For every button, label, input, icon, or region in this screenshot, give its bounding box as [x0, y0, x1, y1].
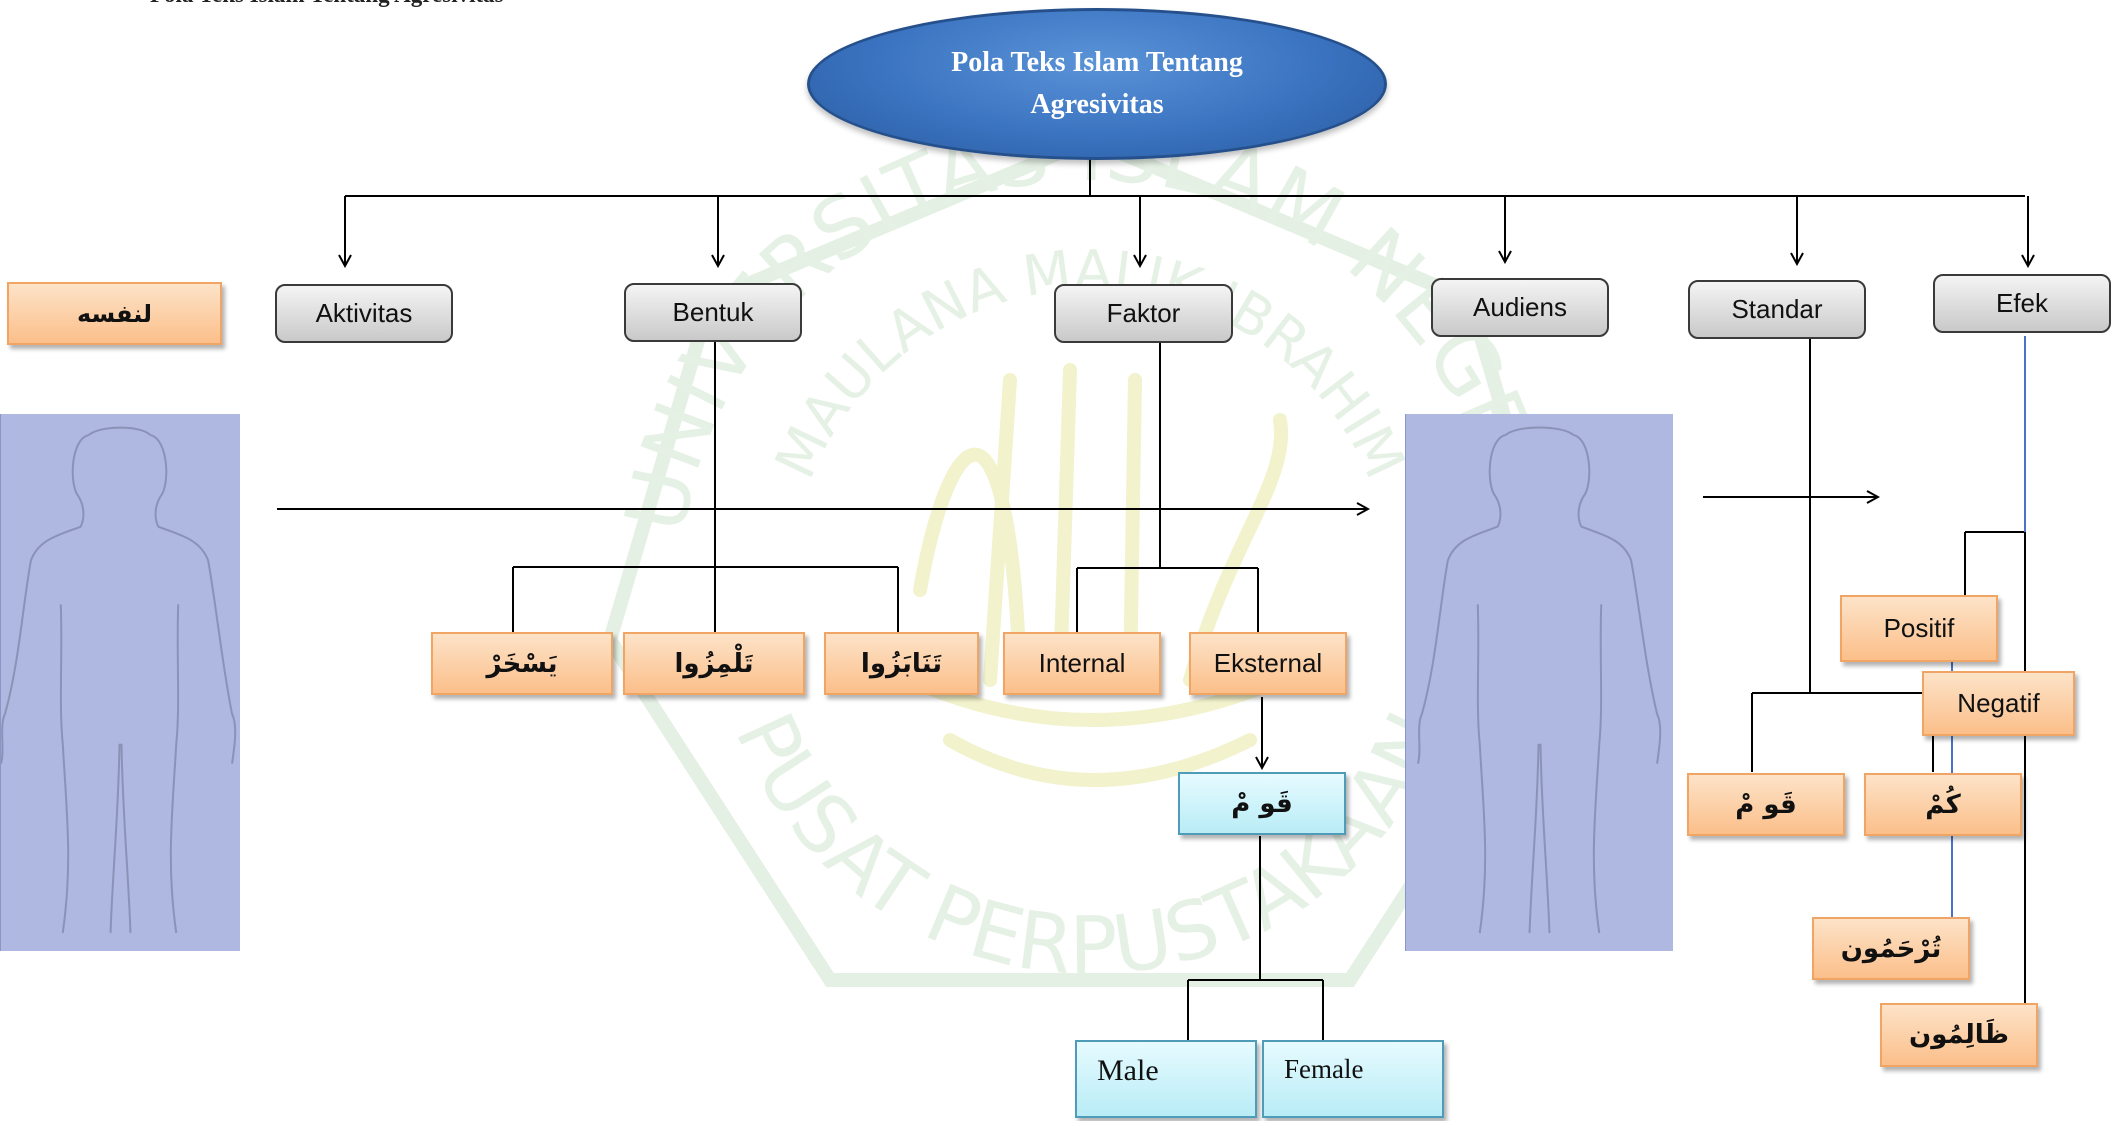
root-title-line1: Pola Teks Islam Tentang [951, 47, 1243, 78]
bentuk-item-talmizu: تَلْمِزُوا [623, 632, 805, 695]
gender-female: Female [1262, 1040, 1444, 1118]
category-aktivitas: Aktivitas [275, 284, 453, 343]
subject-label: لنفسه [7, 282, 222, 345]
category-faktor: Faktor [1054, 284, 1233, 343]
category-bentuk: Bentuk [624, 283, 802, 342]
efek-item-negatif: Negatif [1922, 671, 2075, 736]
person-panel-left [0, 414, 240, 951]
root-node: Pola Teks Islam Tentang Agresivitas [807, 8, 1387, 160]
root-title-line2: Agresivitas [1030, 89, 1164, 120]
human-silhouette-icon [1416, 426, 1662, 934]
efek-result-turhamun: تُرْحَمُون [1812, 917, 1970, 980]
category-efek: Efek [1933, 274, 2111, 333]
human-silhouette-icon [1, 426, 237, 934]
person-panel-right [1405, 414, 1673, 951]
standar-item-kum: كُمْ [1864, 773, 2022, 836]
figure-caption: Pola Teks Islam Tentang Agresivitas [150, 0, 504, 8]
bentuk-item-yaskhar: يَسْخَرْ [431, 632, 613, 695]
calligraphy-emblem [903, 363, 1289, 787]
gender-male: Male [1075, 1040, 1257, 1118]
bentuk-item-tanabazu: تَنَابَزُوا [824, 632, 979, 695]
category-audiens: Audiens [1431, 278, 1609, 337]
category-standar: Standar [1688, 280, 1866, 339]
faktor-item-internal: Internal [1003, 632, 1161, 695]
efek-item-positif: Positif [1840, 595, 1998, 662]
efek-result-zalimun: ظَالِمُون [1880, 1003, 2038, 1067]
faktor-item-eksternal: Eksternal [1189, 632, 1347, 695]
standar-item-qaum: قَو مْ [1687, 773, 1845, 836]
qaum-node: قَو مْ [1178, 772, 1346, 835]
